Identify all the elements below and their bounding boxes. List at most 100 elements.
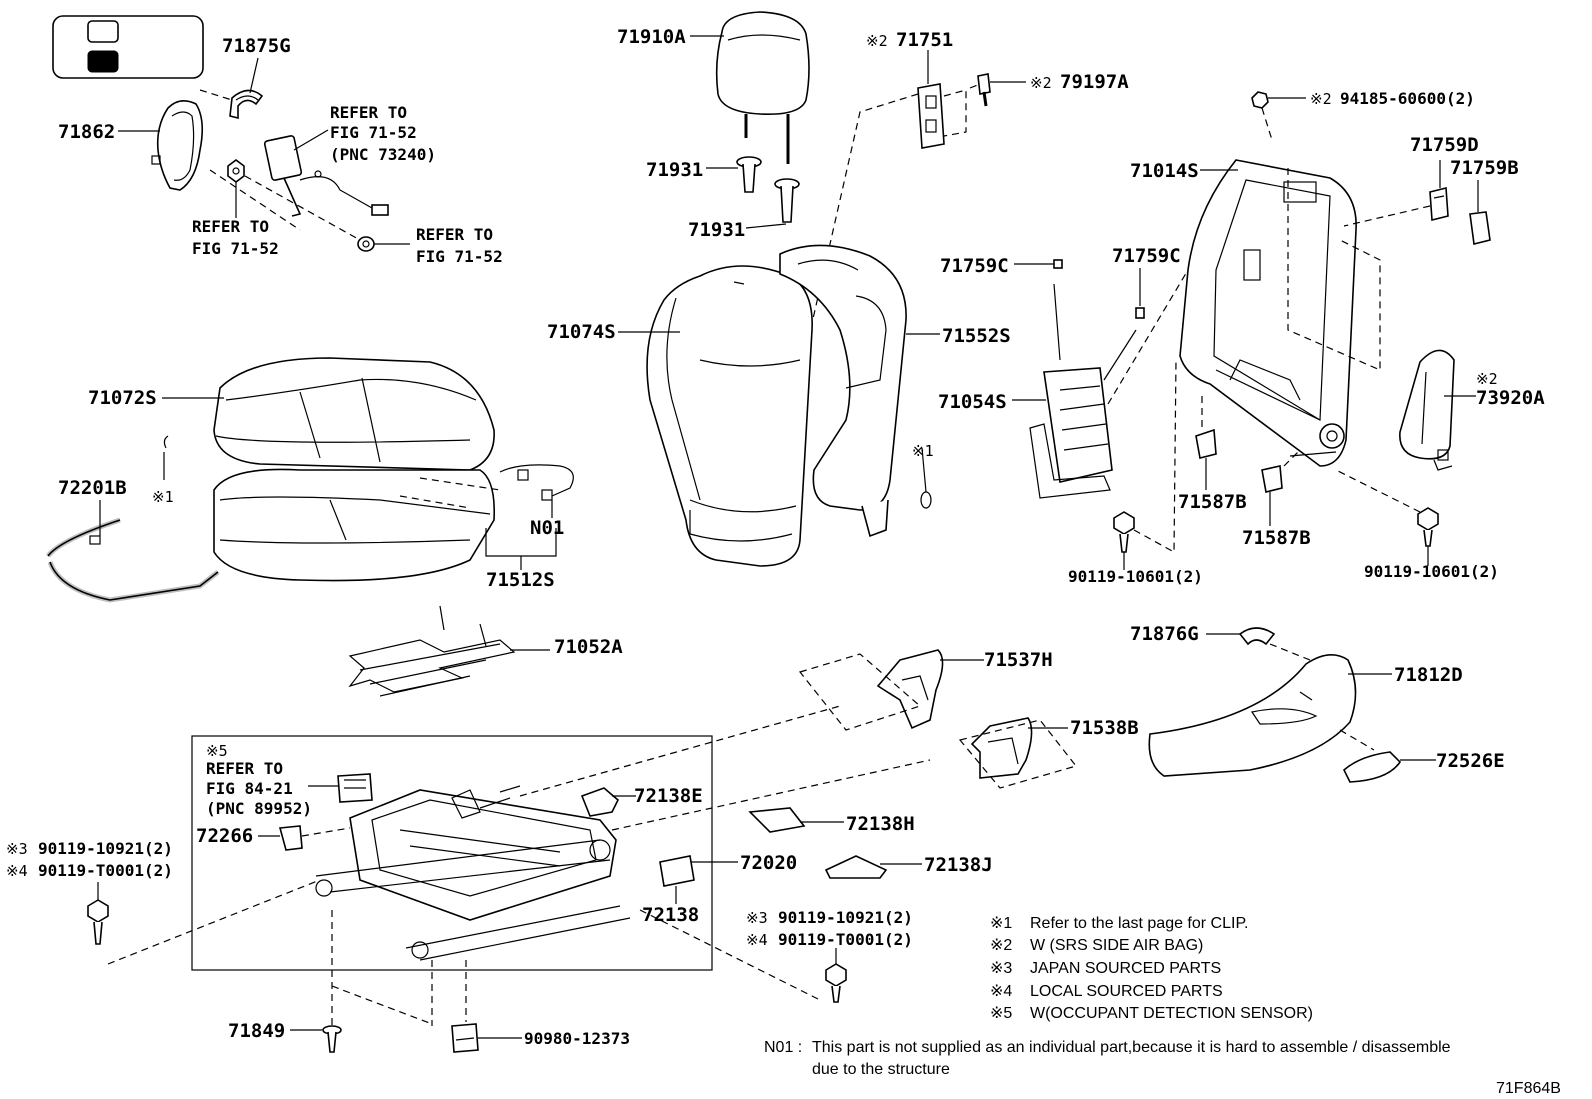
part-90119-10601-bolt-right <box>1417 507 1439 547</box>
label-72266: 72266 <box>196 825 253 847</box>
label-79197A: 79197A <box>1060 71 1129 93</box>
label-90119-10921-right: 90119-10921(2) <box>778 908 913 927</box>
label-71052A: 71052A <box>554 636 623 658</box>
label-90119-10601-right: 90119-10601(2) <box>1364 562 1499 581</box>
label-71054S: 71054S <box>938 391 1007 413</box>
label-71072S: 71072S <box>88 387 157 409</box>
label-72526E: 72526E <box>1436 750 1505 772</box>
label-94185: 94185-60600(2) <box>1340 89 1475 108</box>
footnote: N01 : This part is not supplied as an in… <box>764 1039 1451 1078</box>
seat-adjuster-frame-box <box>191 735 713 971</box>
part-71759B-knob <box>1469 211 1491 245</box>
part-72138-bracket <box>659 855 695 887</box>
label-72138: 72138 <box>642 904 699 926</box>
seat-position-indicator <box>52 15 204 79</box>
part-72138H-cover <box>748 807 806 833</box>
ref-belt-line2: FIG 71-52 <box>330 123 417 142</box>
legend-text-3: JAPAN SOURCED PARTS <box>1030 960 1221 977</box>
label-90119-10601-left: 90119-10601(2) <box>1068 567 1203 586</box>
ref-sensor-line2: FIG 84-21 <box>206 779 293 798</box>
footnote-label: N01 : <box>764 1039 802 1056</box>
part-71751-bracket <box>917 83 945 149</box>
mark-2-73920A: ※2 <box>1476 370 1498 388</box>
part-71759D-cover <box>1429 186 1449 222</box>
seat-belt-buckle <box>263 135 389 217</box>
mark-1-clip: ※1 <box>152 488 174 506</box>
mark-3-right: ※3 <box>746 909 768 927</box>
part-72138E-bracket <box>580 787 619 817</box>
part-71910A-headrest <box>715 11 810 164</box>
label-71587B: 71587B <box>1178 491 1247 513</box>
label-71876G: 71876G <box>1130 623 1199 645</box>
legend-text-1: Refer to the last page for CLIP. <box>1030 915 1249 932</box>
legend-text-4: LOCAL SOURCED PARTS <box>1030 983 1223 1000</box>
part-71512S-cushion-pad <box>213 468 496 582</box>
label-72138E: 72138E <box>634 785 703 807</box>
legend-text-2: W (SRS SIDE AIR BAG) <box>1030 937 1203 954</box>
legend-key-1: ※1 <box>990 915 1012 932</box>
label-71931-b: 71931 <box>688 219 745 241</box>
label-71014S: 71014S <box>1130 160 1199 182</box>
part-90980-12373-connector <box>451 1023 479 1053</box>
part-94185-nut <box>1251 91 1269 109</box>
part-71074S-seatback-cover <box>646 265 813 567</box>
label-71759C: 71759C <box>940 255 1009 277</box>
part-71876G-clip <box>1238 627 1276 646</box>
part-72020-adjuster <box>315 785 631 961</box>
footnote-line2: due to the structure <box>812 1061 950 1078</box>
legend-key-5: ※5 <box>990 1005 1012 1022</box>
part-71014S-back-frame <box>1179 159 1357 467</box>
label-71910A: 71910A <box>617 26 686 48</box>
ref-bolt-line2: FIG 71-52 <box>192 239 279 258</box>
part-71862-cover <box>151 100 204 191</box>
part-N01-harness <box>499 464 574 501</box>
mark-2-94185: ※2 <box>1310 90 1332 108</box>
bolt-ref <box>227 159 245 183</box>
label-71759C-b: 71759C <box>1112 245 1181 267</box>
legend-text-5: W(OCCUPANT DETECTION SENSOR) <box>1030 1005 1313 1022</box>
label-90119-10921-left: 90119-10921(2) <box>38 839 173 858</box>
part-71812D-shield <box>1148 654 1357 777</box>
part-72266-clip <box>278 825 303 851</box>
legend-key-4: ※4 <box>990 983 1012 1000</box>
nut-ref <box>357 236 375 252</box>
label-71759D: 71759D <box>1410 134 1479 156</box>
legend-key-3: ※3 <box>990 960 1012 977</box>
label-71812D: 71812D <box>1394 664 1463 686</box>
part-71072S-cushion-cover <box>213 357 495 471</box>
ref-bolt-line1: REFER TO <box>192 217 269 236</box>
part-79197A-bolt <box>977 73 991 107</box>
footnote-line1: This part is not supplied as an individu… <box>812 1039 1451 1056</box>
label-71931: 71931 <box>646 159 703 181</box>
label-73920A: 73920A <box>1476 387 1545 409</box>
label-72020: 72020 <box>740 852 797 874</box>
ref-sensor-line3: (PNC 89952) <box>206 799 312 818</box>
legend-key-2: ※2 <box>990 937 1012 954</box>
mark-3-left: ※3 <box>6 840 28 858</box>
part-90119-10601-bolt-left <box>1113 511 1135 553</box>
ref-nut-line1: REFER TO <box>416 225 493 244</box>
ref-nut-line2: FIG 71-52 <box>416 247 503 266</box>
label-90119-T0001-left: 90119-T0001(2) <box>38 861 173 880</box>
label-71862: 71862 <box>58 121 115 143</box>
part-71054S-lumbar <box>1029 283 1137 499</box>
part-71849-bolt <box>322 1025 342 1053</box>
mark-4-right: ※4 <box>746 931 768 949</box>
mark-2-79197A: ※2 <box>1030 74 1052 92</box>
label-72138J: 72138J <box>924 854 993 876</box>
mark-4-left: ※4 <box>6 862 28 880</box>
part-71537H-cover <box>876 649 944 730</box>
label-71587B-b: 71587B <box>1242 527 1311 549</box>
part-71931-guide <box>736 156 800 223</box>
ref-belt-line1: REFER TO <box>330 103 407 122</box>
legend: ※1 Refer to the last page for CLIP. ※2 W… <box>990 915 1313 1022</box>
label-90980-12373: 90980-12373 <box>524 1029 630 1048</box>
part-71552S-seatback-pad <box>779 244 907 538</box>
label-71751: 71751 <box>896 29 953 51</box>
part-71587B-clip <box>1195 428 1283 493</box>
part-72526E-knob <box>1343 751 1402 783</box>
label-71538B: 71538B <box>1070 717 1139 739</box>
occupant-sensor-connector <box>337 773 373 803</box>
mark-1-clip-b: ※1 <box>912 442 934 460</box>
